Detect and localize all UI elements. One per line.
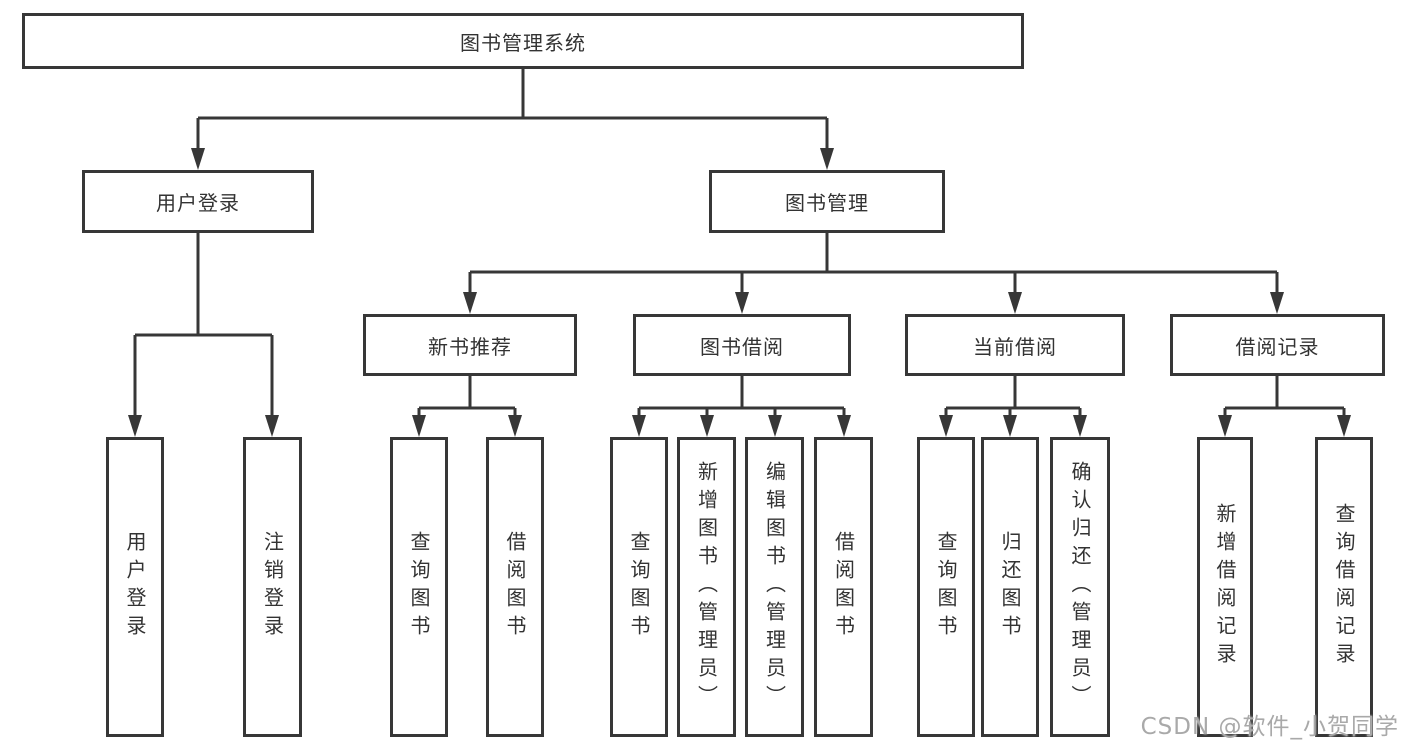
node-leaf-br-query-record-label: 查询借阅记录: [1332, 503, 1356, 671]
node-leaf-cb-query-books-label: 查询图书: [934, 531, 958, 643]
connector-borrowing-records: [1218, 376, 1351, 437]
node-book-borrowing: 图书借阅: [633, 314, 851, 376]
node-book-management: 图书管理: [709, 170, 945, 233]
connector-new-book-recommend: [412, 376, 522, 437]
node-leaf-bb-edit-books-admin-label: 编辑图书（管理员）: [762, 461, 787, 713]
node-leaf-nbr-query-books: 查询图书: [390, 437, 448, 737]
node-leaf-user-login: 用户登录: [106, 437, 164, 737]
connector-root: [191, 69, 834, 170]
node-leaf-cb-confirm-return-admin-label: 确认归还（管理员）: [1068, 461, 1092, 713]
node-leaf-bb-borrow-books: 借阅图书: [814, 437, 873, 737]
node-library-system-label: 图书管理系统: [460, 30, 586, 55]
csdn-watermark: CSDN @软件_小贺同学: [1140, 714, 1399, 740]
node-leaf-br-add-record-label: 新增借阅记录: [1213, 503, 1237, 671]
node-leaf-nbr-borrow-books: 借阅图书: [486, 437, 544, 737]
node-leaf-cb-confirm-return-admin: 确认归还（管理员）: [1050, 437, 1110, 737]
node-user-login-label: 用户登录: [156, 191, 240, 215]
node-leaf-cb-query-books: 查询图书: [917, 437, 975, 737]
node-leaf-bb-edit-books-admin: 编辑图书（管理员）: [745, 437, 804, 737]
node-leaf-bb-add-books-admin: 新增图书（管理员）: [677, 437, 736, 737]
node-leaf-cb-return-books: 归还图书: [981, 437, 1039, 737]
connector-current-borrowing: [939, 376, 1087, 437]
node-current-borrowing-label: 当前借阅: [973, 334, 1057, 359]
node-user-login: 用户登录: [82, 170, 314, 233]
node-new-book-recommend: 新书推荐: [363, 314, 577, 376]
node-leaf-logout-label: 注销登录: [260, 531, 285, 643]
node-library-system: 图书管理系统: [22, 13, 1024, 69]
connector-book-management: [463, 233, 1284, 314]
connector-book-borrowing: [632, 376, 851, 437]
connector-user-login: [128, 233, 279, 437]
node-leaf-bb-add-books-admin-label: 新增图书（管理员）: [694, 461, 719, 713]
node-leaf-bb-query-books: 查询图书: [610, 437, 668, 737]
node-leaf-bb-query-books-label: 查询图书: [627, 531, 651, 643]
node-borrowing-records: 借阅记录: [1170, 314, 1385, 376]
node-leaf-nbr-query-books-label: 查询图书: [407, 531, 431, 643]
node-leaf-br-add-record: 新增借阅记录: [1197, 437, 1253, 737]
node-leaf-user-login-label: 用户登录: [123, 531, 147, 643]
node-leaf-bb-borrow-books-label: 借阅图书: [831, 531, 856, 643]
node-book-management-label: 图书管理: [785, 191, 869, 215]
node-borrowing-records-label: 借阅记录: [1235, 334, 1320, 359]
node-leaf-br-query-record: 查询借阅记录: [1315, 437, 1373, 737]
node-leaf-logout: 注销登录: [243, 437, 302, 737]
node-leaf-cb-return-books-label: 归还图书: [998, 531, 1022, 643]
node-book-borrowing-label: 图书借阅: [700, 334, 784, 359]
node-current-borrowing: 当前借阅: [905, 314, 1125, 376]
node-leaf-nbr-borrow-books-label: 借阅图书: [503, 531, 527, 643]
node-new-book-recommend-label: 新书推荐: [428, 334, 512, 359]
